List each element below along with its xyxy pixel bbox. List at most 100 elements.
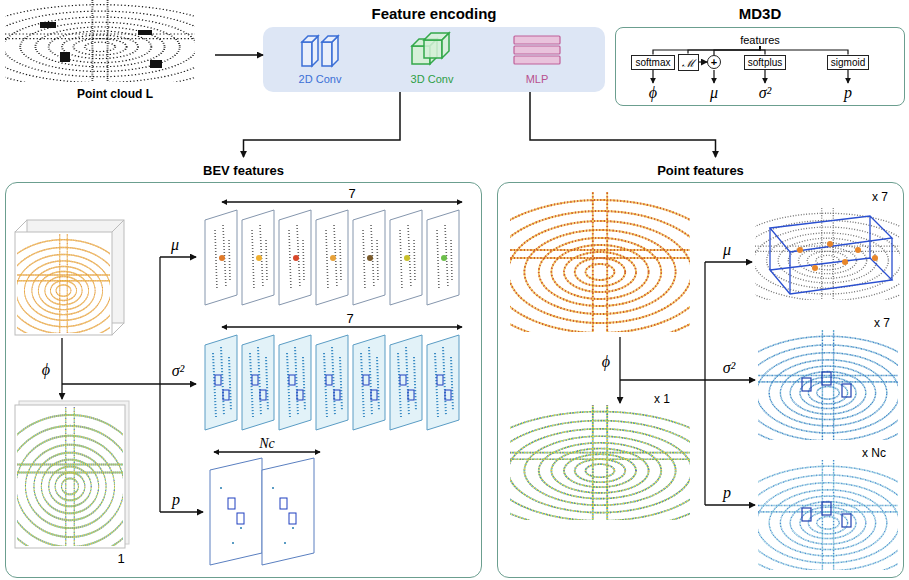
output-arrows <box>653 70 848 83</box>
connector <box>215 54 263 56</box>
point-class-view <box>842 514 851 527</box>
bev-mean-stack <box>316 210 348 305</box>
point-mean-view <box>797 241 878 271</box>
bev-class-stack <box>210 458 314 565</box>
bev-weight-map <box>0 407 147 558</box>
bev-variance-stack <box>353 335 385 430</box>
point-class-view <box>802 508 811 521</box>
input-point-cloud <box>138 30 152 35</box>
symbol-label: σ² <box>172 362 185 379</box>
output-arrows <box>652 70 653 83</box>
point-variance-view <box>727 330 909 449</box>
conv2d-icon <box>322 42 332 66</box>
connector <box>530 92 716 157</box>
bev-mean-stack <box>205 210 459 305</box>
bev-mean-stack <box>353 210 385 305</box>
bev-mean-stack <box>205 210 237 305</box>
conv2d-icon <box>322 36 338 42</box>
node-text: softmax <box>635 57 670 68</box>
point-mean-view <box>812 265 818 271</box>
node-text: softplus <box>748 57 782 68</box>
node-text: MD3D <box>739 5 782 22</box>
bev-variance-stack <box>205 335 459 430</box>
symbol-label: ϕ <box>602 353 610 370</box>
symbol-label: σ² <box>759 84 772 101</box>
point-variance-view <box>727 330 909 449</box>
output-arrows <box>764 70 765 83</box>
label-anchor: x Nc <box>862 443 886 461</box>
symbol-label: ϕ <box>649 84 657 101</box>
point-class-view <box>727 460 909 579</box>
bev-branch-lines <box>61 338 62 399</box>
point-mean-view <box>770 216 892 294</box>
feature-encoding-ground <box>263 27 605 92</box>
symbol-label: μ <box>171 236 179 253</box>
features-box: features <box>737 34 783 46</box>
label-anchor: Nc <box>259 434 275 452</box>
bev-variance-stack <box>427 335 459 430</box>
symbol-label: x Nc <box>862 446 886 460</box>
bev-mean-stack <box>242 210 274 305</box>
label-anchor: μ <box>710 84 718 102</box>
panel-outline <box>5 182 482 578</box>
connector <box>653 46 760 55</box>
label-anchor: 7 <box>348 184 355 202</box>
mlp-icon <box>514 36 560 44</box>
point-mean-view <box>855 247 861 253</box>
point-features-panel: Point features <box>497 157 904 578</box>
node-text: Feature encoding <box>371 5 496 22</box>
bev-branch-lines <box>214 451 320 452</box>
label-anchor: ϕ <box>602 353 610 371</box>
bev-features-panel: BEV features <box>5 157 482 578</box>
point-mean-view <box>842 259 848 265</box>
symbol-label: 7 <box>348 186 355 201</box>
node-text: features <box>740 34 780 46</box>
point-variance-view <box>802 372 851 397</box>
point-class-view <box>727 460 909 579</box>
bev-weight-map <box>0 407 147 558</box>
bev-feature-volume <box>0 234 131 341</box>
point-mean-view <box>827 241 833 247</box>
symbol-label: μ <box>710 84 718 101</box>
point-branch-lines <box>704 262 705 505</box>
point-variance-view <box>802 378 811 391</box>
point-branch-lines <box>619 337 620 403</box>
point-feature-cloud <box>470 192 731 344</box>
label-anchor: x 7 <box>874 313 890 331</box>
node-text: ℳ <box>682 55 695 70</box>
point-class-view <box>802 502 851 527</box>
point-mean-view <box>770 216 892 294</box>
point-mean-view <box>722 208 909 308</box>
input-point-cloud <box>60 52 70 62</box>
point-weight-cloud <box>470 405 731 530</box>
point-mean-view <box>797 247 803 253</box>
activation-box: sigmoid <box>827 55 869 70</box>
connector <box>699 61 708 62</box>
symbol-label: p <box>723 484 731 501</box>
bev-feature-volume <box>0 234 131 341</box>
connector <box>244 92 401 157</box>
mlp-icon <box>514 56 560 64</box>
symbol-label: x 7 <box>872 190 888 204</box>
point-branch-lines <box>705 379 755 380</box>
symbol-label: ϕ <box>42 361 50 378</box>
bev-branch-lines <box>62 383 160 384</box>
point-weight-cloud <box>470 405 731 530</box>
input-point-cloud <box>0 0 238 89</box>
symbol-label: 7 <box>346 311 353 326</box>
label-anchor: σ² <box>172 362 185 380</box>
panel-outline <box>497 182 904 578</box>
activation-box: softplus <box>744 55 786 70</box>
label-anchor: σ² <box>723 359 736 377</box>
symbol-label: p <box>844 84 852 101</box>
bev-weight-map <box>0 407 147 558</box>
sum-circle: + <box>707 55 721 69</box>
input-point-cloud <box>150 60 162 68</box>
point-mean-view <box>770 258 892 294</box>
node-text: 3D Conv <box>411 73 454 85</box>
bev-variance-stack <box>316 335 348 430</box>
activation-box: softmax <box>631 55 674 70</box>
point-branch-lines <box>620 379 705 380</box>
bev-branch-lines <box>222 201 462 202</box>
mlp-block: MLP <box>494 32 580 88</box>
